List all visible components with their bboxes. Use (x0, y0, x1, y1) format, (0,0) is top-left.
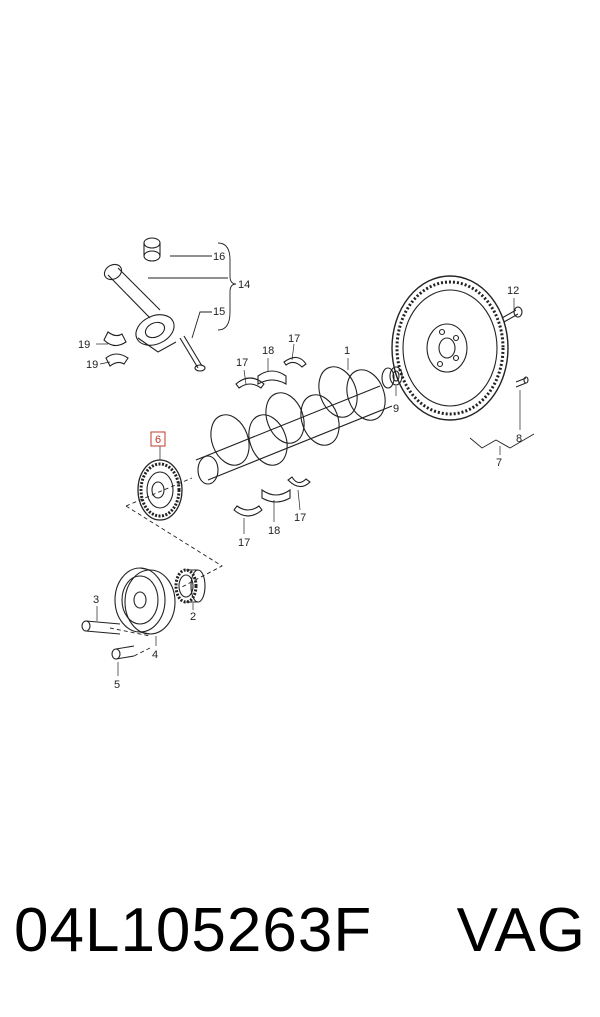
highlight-box (150, 431, 166, 447)
flywheel-bolt (501, 306, 523, 323)
bolt (111, 645, 135, 660)
alignment-lines (109, 477, 223, 657)
callout-1: 1 (344, 345, 350, 357)
callout-12: 12 (507, 285, 519, 297)
callout-18: 18 (268, 525, 280, 537)
callout-7: 7 (496, 457, 502, 469)
callout-5: 5 (114, 679, 120, 691)
callout-16: 16 (213, 251, 225, 263)
dowel-pin (515, 376, 529, 388)
vibration-damper (114, 567, 176, 635)
pilot-bearing (389, 366, 403, 386)
small-end-bushing (143, 237, 161, 262)
group-bracket (148, 242, 237, 339)
callout-9: 9 (393, 403, 399, 415)
crankshaft (195, 366, 395, 485)
callout-2: 2 (190, 611, 196, 623)
exploded-parts-diagram: 1 2 3 4 5 6 7 8 9 12 14 15 16 17 17 17 1… (78, 237, 535, 691)
connecting-rod (103, 263, 177, 353)
callout-15: 15 (213, 306, 225, 318)
callout-18: 18 (262, 345, 274, 357)
rod-bearing-shells (103, 331, 129, 367)
crankshaft-sprocket (137, 459, 183, 521)
damper-bolt (81, 620, 121, 635)
callout-19: 19 (78, 339, 90, 351)
callout-4: 4 (152, 649, 158, 661)
callout-17: 17 (236, 357, 248, 369)
callout-17: 17 (238, 537, 250, 549)
callout-17: 17 (294, 512, 306, 524)
flywheel (391, 275, 509, 421)
callout-3: 3 (93, 594, 99, 606)
rod-bolt (179, 335, 206, 372)
brand-label: VAG (456, 896, 586, 965)
callout-19: 19 (86, 359, 98, 371)
callout-14: 14 (238, 279, 250, 291)
callout-6: 6 (155, 434, 161, 446)
part-number: 04L105263F (14, 896, 373, 965)
timing-gear (174, 568, 206, 604)
main-bearing-shells-lower (233, 476, 311, 517)
callout-17: 17 (288, 333, 300, 345)
leader-lines (96, 298, 521, 676)
flywheel-bracket (469, 433, 535, 449)
callout-8: 8 (516, 433, 522, 445)
